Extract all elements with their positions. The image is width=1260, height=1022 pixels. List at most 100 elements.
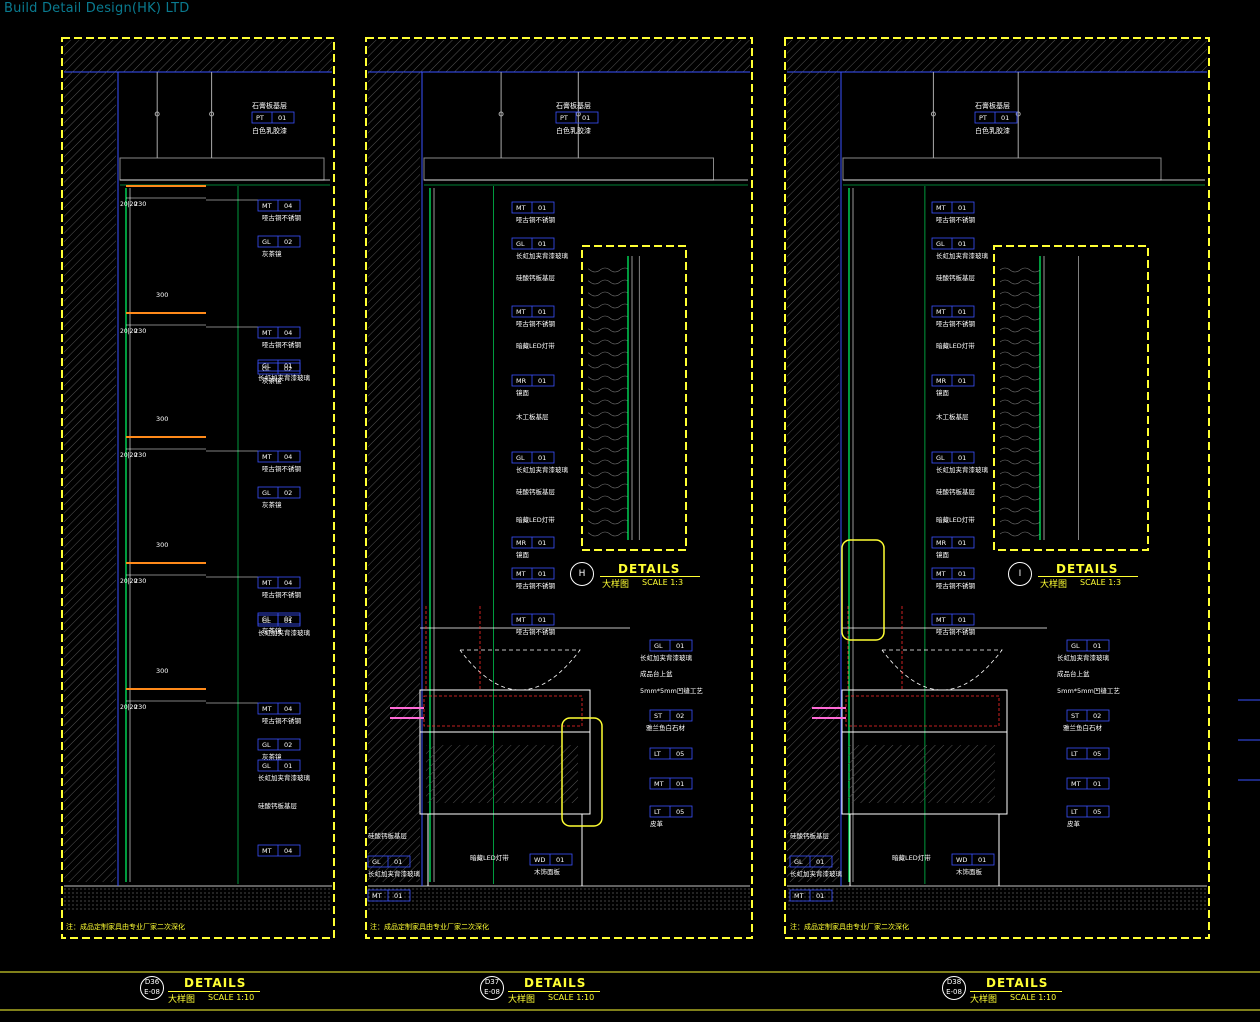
inset-title: DETAILS bbox=[1056, 562, 1119, 576]
material-tag: GL 01 bbox=[257, 359, 301, 372]
material-label: 哑古铜不锈钢 bbox=[516, 215, 556, 224]
material-label: 灰茶镜 bbox=[262, 626, 282, 635]
material-label: 镜面 bbox=[516, 550, 530, 559]
material-label: 哑古铜不锈钢 bbox=[262, 716, 302, 725]
material-code: ST bbox=[1071, 712, 1079, 720]
wall-hatch bbox=[64, 72, 116, 882]
suspended-ceiling bbox=[842, 157, 1162, 181]
material-number: 01 bbox=[284, 362, 292, 370]
material-number: 01 bbox=[538, 570, 546, 578]
material-label: 灰茶镜 bbox=[262, 376, 282, 385]
material-label: 镜面 bbox=[936, 388, 950, 397]
material-tag-box bbox=[257, 486, 301, 499]
title-underline bbox=[600, 576, 700, 577]
material-number: 01 bbox=[538, 454, 546, 462]
material-label: 长虹加夹背漆玻璃 bbox=[1057, 653, 1110, 662]
detail-title: DETAILS bbox=[184, 976, 247, 990]
detail-scale: SCALE 1:10 bbox=[1010, 993, 1057, 1002]
material-number: 05 bbox=[676, 750, 684, 758]
material-label: 硅酸钙板基层 bbox=[790, 831, 830, 840]
material-number: 01 bbox=[816, 858, 824, 866]
material-number: 01 bbox=[1093, 642, 1101, 650]
material-tag-box bbox=[931, 451, 975, 464]
inset-scale: SCALE 1:3 bbox=[1080, 578, 1122, 587]
material-number: 01 bbox=[284, 762, 292, 770]
inset-id: I bbox=[1018, 569, 1022, 579]
panel-frame bbox=[61, 37, 335, 939]
material-code: MT bbox=[262, 453, 272, 461]
panel-note-d37: 注：成品定制家具由专业厂家二次深化 bbox=[370, 923, 489, 931]
material-label: 哑古铜不锈钢 bbox=[936, 215, 976, 224]
material-label: 灰茶镜 bbox=[262, 500, 282, 509]
material-number: 01 bbox=[676, 780, 684, 788]
material-code: GL bbox=[262, 615, 271, 623]
material-number: 02 bbox=[1093, 712, 1101, 720]
material-label: 灰茶镜 bbox=[262, 249, 282, 258]
material-code: GL bbox=[516, 240, 525, 248]
material-number: 01 bbox=[816, 892, 824, 900]
material-label: 暗藏LED灯带 bbox=[936, 515, 975, 524]
material-code: MR bbox=[516, 377, 527, 385]
vanity-cabinet bbox=[841, 731, 1008, 815]
title-block-d38: D38 E-08 DETAILS 大样图 SCALE 1:10 bbox=[942, 976, 1142, 1006]
material-tag-box bbox=[511, 613, 555, 626]
basin-outline bbox=[459, 649, 581, 691]
floor-hatch bbox=[368, 886, 750, 910]
material-label: 哑古铜不锈钢 bbox=[262, 213, 302, 222]
material-label: 长虹加夹背漆玻璃 bbox=[368, 869, 421, 878]
material-number: 01 bbox=[278, 114, 286, 122]
material-number: 01 bbox=[958, 616, 966, 624]
material-label: 暗藏LED灯带 bbox=[936, 341, 975, 350]
material-tag-box bbox=[931, 305, 975, 318]
material-tag-box bbox=[1066, 709, 1110, 722]
material-number: 01 bbox=[538, 377, 546, 385]
material-code: GL bbox=[262, 489, 271, 497]
material-tag-box bbox=[931, 201, 975, 214]
detail-scale: SCALE 1:10 bbox=[208, 993, 255, 1002]
material-code: MT bbox=[262, 329, 272, 337]
detail-title: DETAILS bbox=[524, 976, 587, 990]
material-label: 哑古铜不锈钢 bbox=[936, 319, 976, 328]
material-code: GL bbox=[1071, 642, 1080, 650]
material-code: GL bbox=[262, 365, 271, 373]
material-label: 镜面 bbox=[936, 550, 950, 559]
material-number: 01 bbox=[958, 377, 966, 385]
material-label: 长虹加夹背漆玻璃 bbox=[258, 773, 311, 782]
detail-number-badge: D36 E-08 bbox=[140, 976, 164, 1000]
material-code: GL bbox=[262, 741, 271, 749]
shelf-dimension: 230 bbox=[134, 451, 146, 459]
material-code: GL bbox=[262, 362, 271, 370]
material-number: 04 bbox=[284, 705, 292, 713]
material-tag-box bbox=[511, 201, 555, 214]
material-code: MT bbox=[516, 570, 526, 578]
material-label: 硅酸钙板基层 bbox=[936, 273, 976, 282]
material-label: 哑古铜不锈钢 bbox=[516, 581, 556, 590]
title-underline bbox=[168, 991, 260, 992]
material-code: PT bbox=[979, 114, 987, 122]
material-number: 01 bbox=[958, 539, 966, 547]
suspended-ceiling bbox=[119, 157, 325, 181]
material-number: 02 bbox=[676, 712, 684, 720]
wall-hatch bbox=[368, 72, 420, 882]
hanger-clip bbox=[1015, 111, 1021, 117]
material-number: 01 bbox=[958, 308, 966, 316]
shelf-dimension: 20|20 bbox=[120, 578, 137, 585]
material-code: GL bbox=[372, 858, 381, 866]
material-code: LT bbox=[654, 808, 661, 816]
material-tag-box bbox=[789, 889, 833, 902]
ceiling-slab-hatch bbox=[368, 40, 750, 72]
detail-id: D36 bbox=[144, 978, 160, 986]
shelf-spacing: 300 bbox=[156, 291, 168, 299]
detail-number-badge: D37 E-08 bbox=[480, 976, 504, 1000]
